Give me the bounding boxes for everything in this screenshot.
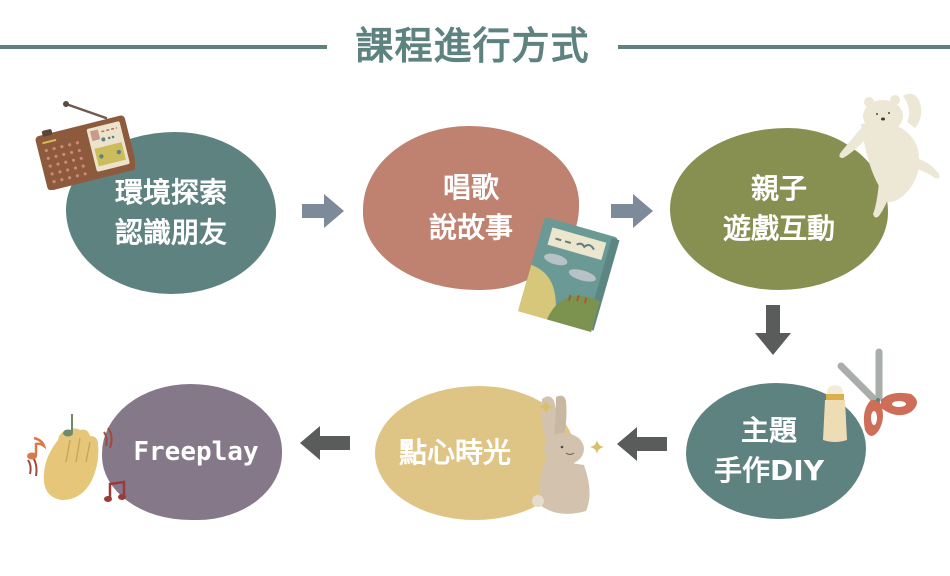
step-label-line: 遊戲互動 (722, 212, 835, 245)
arrow-down-icon (755, 305, 791, 355)
step-label-line: 唱歌 (442, 171, 499, 204)
music-note-icon (27, 436, 46, 460)
step-label-line: Freeplay (133, 437, 259, 467)
music-note-icon (63, 414, 73, 437)
arrow-left-icon (617, 427, 667, 461)
title-divider-right (618, 45, 950, 49)
title-divider-left (0, 45, 327, 49)
step-label-line: 認識朋友 (114, 216, 227, 249)
sparkle-icon (539, 400, 553, 414)
step-label-line: 點心時光 (398, 436, 511, 469)
book-icon (518, 217, 620, 333)
step-label-line: 親子 (750, 172, 807, 205)
step-label-line: 手作DIY (714, 454, 824, 487)
step-label-line: 主題 (740, 414, 797, 447)
radio-icon (35, 101, 135, 190)
step-label-line: 說故事 (428, 211, 513, 244)
sparkle-icon (590, 440, 604, 454)
step-label-line: 環境探索 (114, 176, 227, 209)
page-title: 課程進行方式 (355, 24, 590, 68)
polar-bear-icon (839, 93, 940, 218)
music-note-icon (104, 480, 126, 502)
scissors-icon (837, 348, 917, 436)
step-parent-child-games: 親子 遊戲互動 (670, 128, 888, 290)
step-freeplay: Freeplay (102, 384, 282, 520)
arrow-right-icon (611, 194, 653, 228)
arrow-right-icon (302, 194, 344, 228)
glue-bottle-icon (823, 385, 847, 442)
arrow-left-icon (300, 426, 350, 460)
